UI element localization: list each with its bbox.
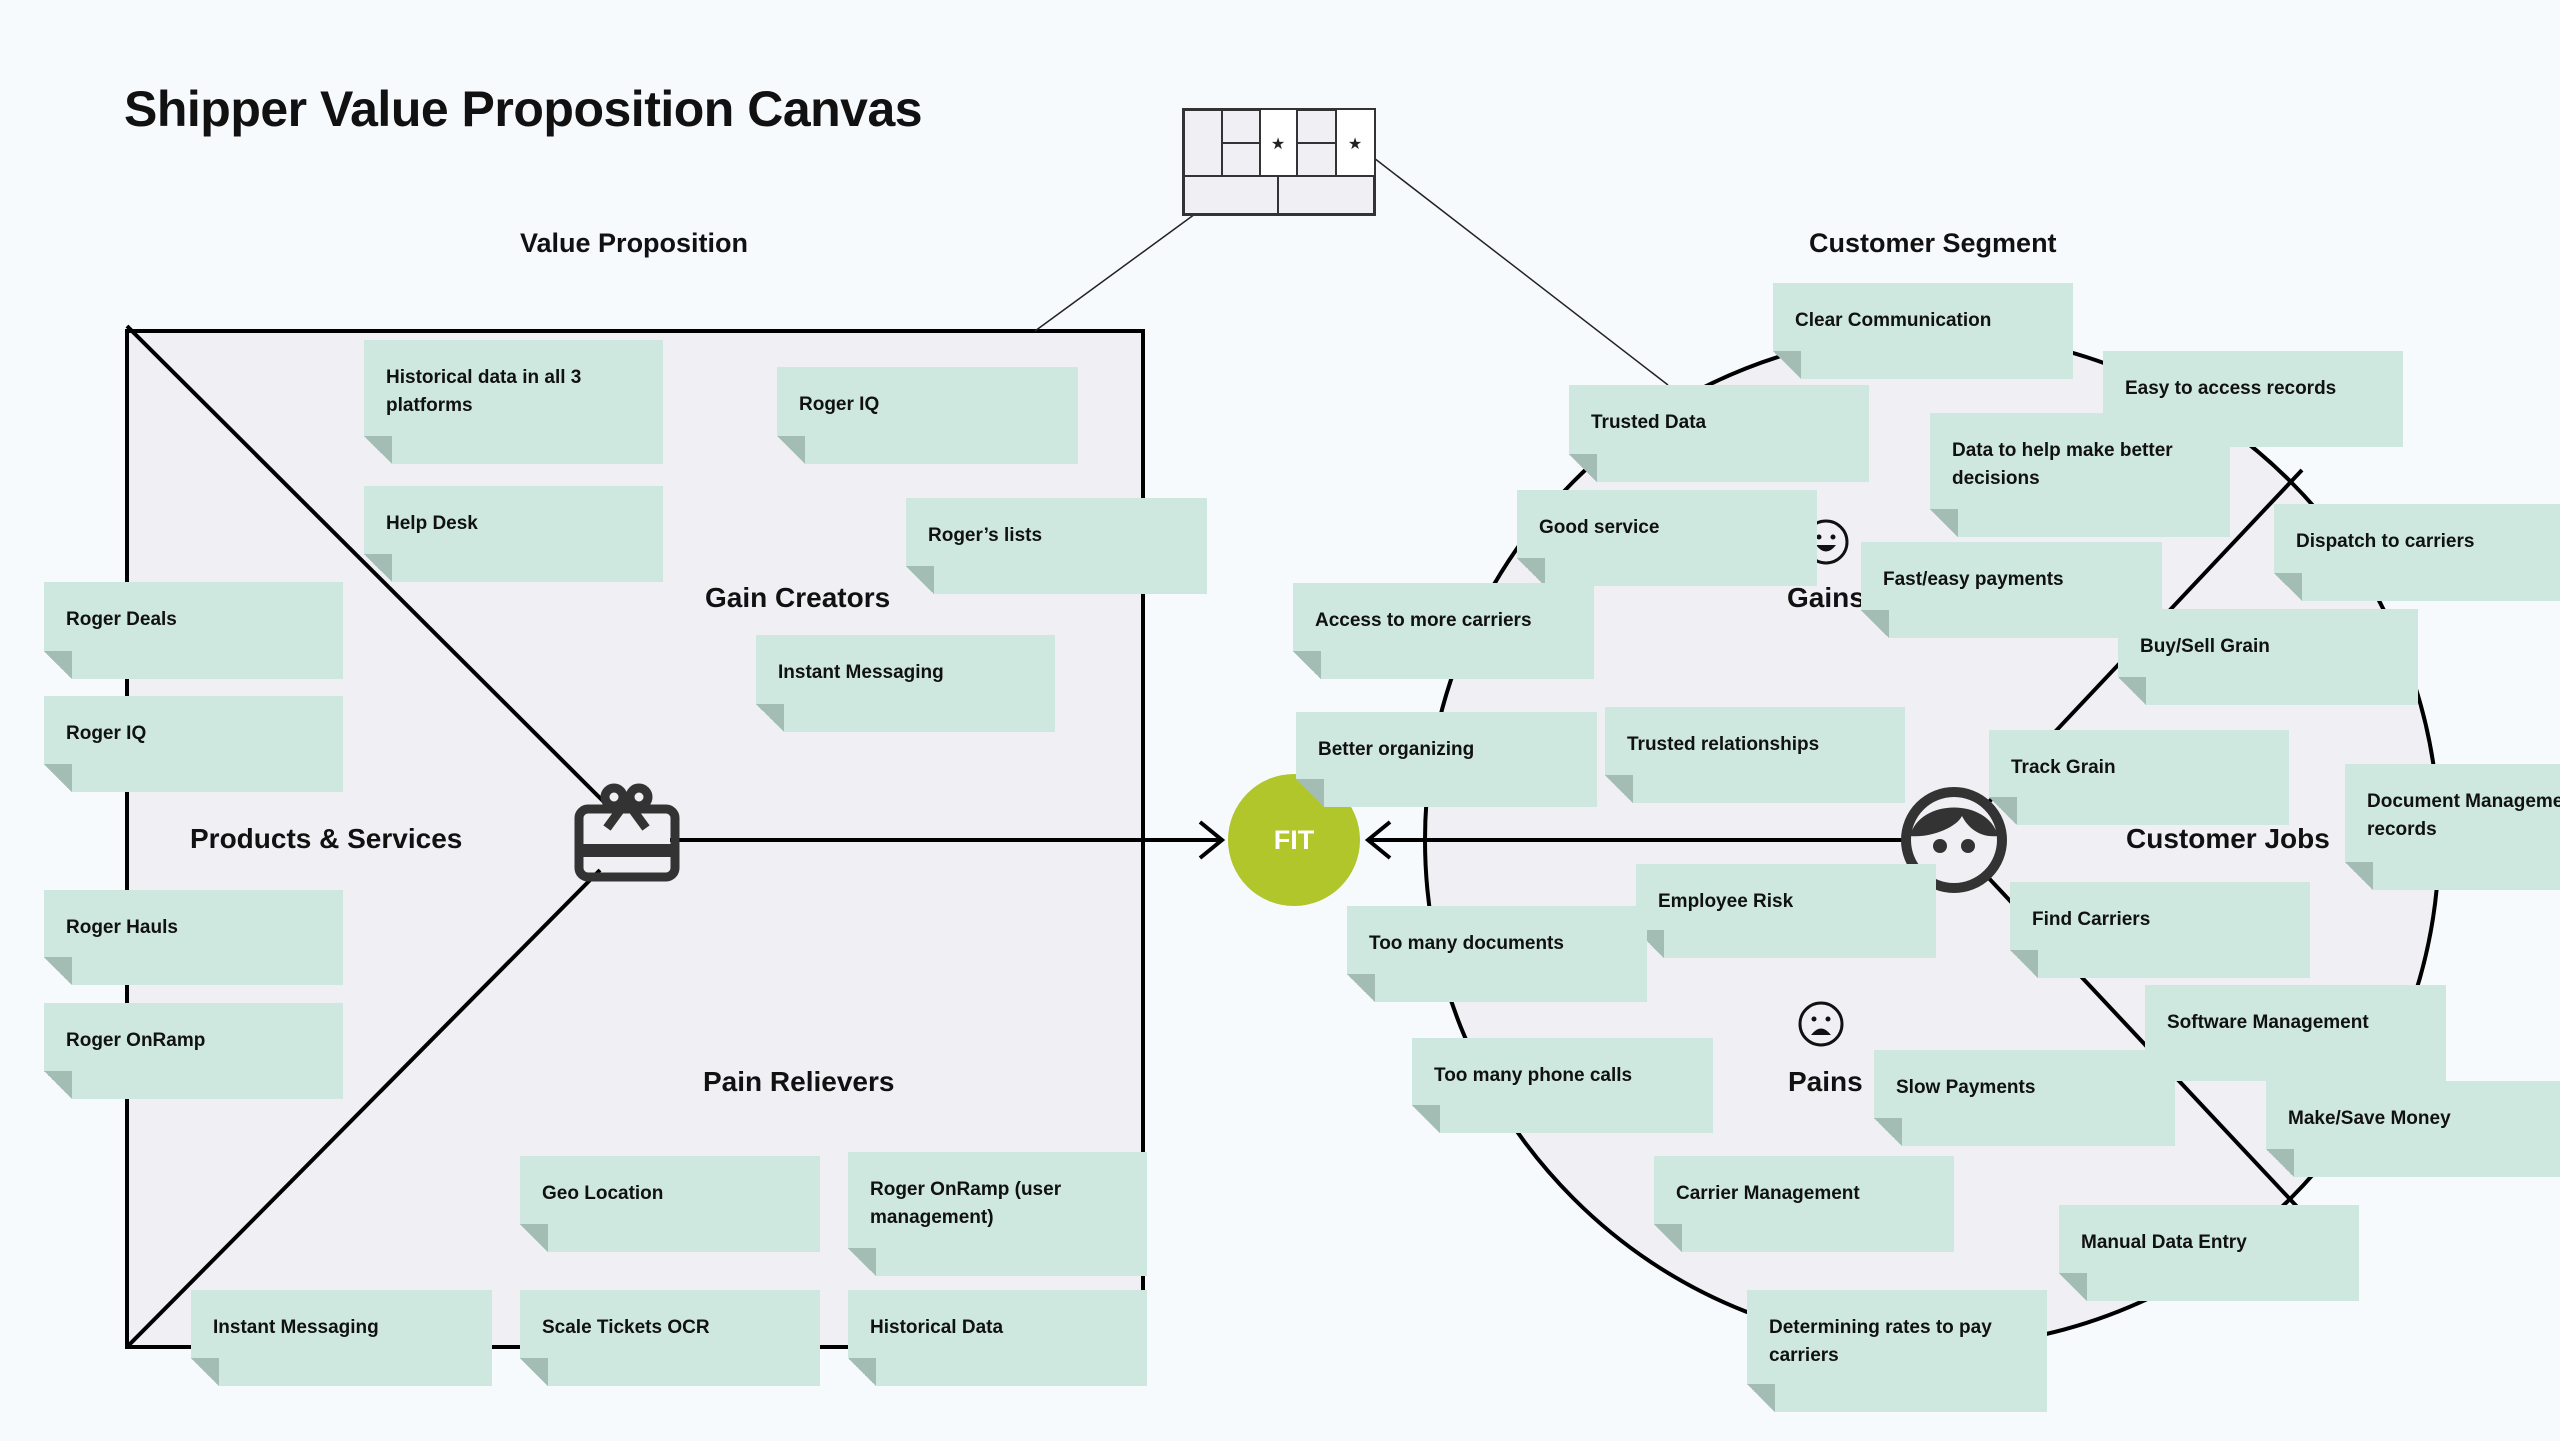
sticky-note-product[interactable]: Roger IQ bbox=[44, 696, 343, 792]
area-pain-relievers: Pain Relievers bbox=[703, 1066, 895, 1097]
sad-face-icon bbox=[1798, 1001, 1844, 1047]
page-title: Shipper Value Proposition Canvas bbox=[124, 81, 923, 137]
note-fold bbox=[191, 1358, 219, 1386]
canvas-thumbnail-icon: ★ ★ bbox=[1182, 108, 1376, 216]
note-fold bbox=[1347, 974, 1375, 1002]
sticky-note-gain[interactable]: Fast/easy payments bbox=[1861, 542, 2162, 638]
note-fold bbox=[2266, 1149, 2294, 1177]
arrow-right-head bbox=[1364, 820, 1392, 860]
note-fold bbox=[756, 704, 784, 732]
sticky-note-pain[interactable]: Carrier Management bbox=[1654, 1156, 1954, 1252]
note-fold bbox=[44, 764, 72, 792]
gift-icon bbox=[574, 783, 680, 882]
sticky-note-gain[interactable]: Access to more carriers bbox=[1293, 583, 1594, 679]
note-fold bbox=[1747, 1384, 1775, 1412]
sticky-note-gain[interactable]: Clear Communication bbox=[1773, 283, 2073, 379]
sticky-note-pain-reliever[interactable]: Geo Location bbox=[520, 1156, 820, 1252]
sticky-note-customer-job[interactable]: Track Grain bbox=[1989, 730, 2289, 825]
diagonal-bottom bbox=[125, 868, 602, 1349]
note-fold bbox=[848, 1358, 876, 1386]
sticky-note-gain-creator[interactable]: Roger IQ bbox=[777, 367, 1078, 464]
note-fold bbox=[777, 436, 805, 464]
sticky-note-gain[interactable]: Trusted relationships bbox=[1605, 707, 1905, 803]
sticky-note-pain-reliever[interactable]: Scale Tickets OCR bbox=[520, 1290, 820, 1386]
sticky-note-customer-job[interactable]: Dispatch to carriers bbox=[2274, 504, 2560, 601]
sticky-note-pain-reliever[interactable]: Instant Messaging bbox=[191, 1290, 492, 1386]
sticky-note-pain[interactable]: Employee Risk bbox=[1636, 864, 1936, 958]
note-fold bbox=[1569, 454, 1597, 482]
note-fold bbox=[1874, 1118, 1902, 1146]
sticky-note-product[interactable]: Roger OnRamp bbox=[44, 1003, 343, 1099]
sticky-note-customer-job[interactable]: Make/Save Money bbox=[2266, 1081, 2560, 1177]
sticky-note-gain[interactable]: Better organizing bbox=[1296, 712, 1597, 807]
sticky-note-customer-job[interactable]: Find Carriers bbox=[2010, 882, 2310, 978]
area-customer-jobs: Customer Jobs bbox=[2126, 823, 2330, 854]
area-products-services: Products & Services bbox=[190, 823, 463, 854]
svg-text:★: ★ bbox=[1348, 136, 1362, 153]
note-fold bbox=[2274, 573, 2302, 601]
note-fold bbox=[1412, 1105, 1440, 1133]
sticky-note-customer-job[interactable]: Software Management bbox=[2145, 985, 2446, 1081]
note-fold bbox=[1773, 351, 1801, 379]
sticky-note-gain[interactable]: Trusted Data bbox=[1569, 385, 1869, 482]
note-fold bbox=[1296, 779, 1324, 807]
note-fold bbox=[520, 1358, 548, 1386]
sticky-note-pain[interactable]: Too many documents bbox=[1347, 906, 1647, 1002]
area-gains: Gains bbox=[1787, 582, 1865, 613]
note-fold bbox=[2059, 1273, 2087, 1301]
section-value-proposition: Value Proposition bbox=[520, 228, 749, 258]
fit-label: FIT bbox=[1273, 824, 1315, 855]
sticky-note-gain[interactable]: Data to help make better decisions bbox=[1930, 413, 2230, 537]
note-fold bbox=[848, 1248, 876, 1276]
arrow-left-head bbox=[1198, 820, 1226, 860]
sticky-note-customer-job[interactable]: Document Management records bbox=[2345, 764, 2560, 890]
note-fold bbox=[44, 651, 72, 679]
note-fold bbox=[364, 436, 392, 464]
sticky-note-gain-creator[interactable]: Roger’s lists bbox=[906, 498, 1207, 594]
sticky-note-gain-creator[interactable]: Help Desk bbox=[364, 486, 663, 582]
sticky-note-gain-creator[interactable]: Historical data in all 3 platforms bbox=[364, 340, 663, 464]
sticky-note-gain[interactable]: Easy to access records bbox=[2103, 351, 2403, 447]
sticky-note-pain[interactable]: Manual Data Entry bbox=[2059, 1205, 2359, 1301]
section-customer-segment: Customer Segment bbox=[1809, 228, 2057, 258]
note-fold bbox=[1293, 651, 1321, 679]
customer-face-icon bbox=[1901, 787, 2007, 893]
note-fold bbox=[2010, 950, 2038, 978]
sticky-note-customer-job[interactable]: Buy/Sell Grain bbox=[2118, 609, 2418, 705]
note-fold bbox=[364, 554, 392, 582]
note-fold bbox=[44, 957, 72, 985]
note-fold bbox=[1930, 509, 1958, 537]
note-fold bbox=[44, 1071, 72, 1099]
sticky-note-gain[interactable]: Good service bbox=[1517, 490, 1817, 586]
sticky-note-pain[interactable]: Too many phone calls bbox=[1412, 1038, 1713, 1133]
note-fold bbox=[1861, 610, 1889, 638]
sticky-note-pain[interactable]: Slow Payments bbox=[1874, 1050, 2175, 1146]
note-fold bbox=[520, 1224, 548, 1252]
sticky-note-product[interactable]: Roger Hauls bbox=[44, 890, 343, 985]
note-fold bbox=[1989, 797, 2017, 825]
sticky-note-pain[interactable]: Determining rates to pay carriers bbox=[1747, 1290, 2047, 1412]
connector-right bbox=[1373, 157, 1669, 386]
note-fold bbox=[2118, 677, 2146, 705]
sticky-note-gain-creator[interactable]: Instant Messaging bbox=[756, 635, 1055, 732]
area-pains: Pains bbox=[1788, 1066, 1863, 1097]
svg-text:★: ★ bbox=[1271, 136, 1285, 153]
note-fold bbox=[1517, 558, 1545, 586]
sticky-note-product[interactable]: Roger Deals bbox=[44, 582, 343, 679]
note-fold bbox=[1605, 775, 1633, 803]
note-fold bbox=[2345, 862, 2373, 890]
sticky-note-pain-reliever[interactable]: Roger OnRamp (user management) bbox=[848, 1152, 1147, 1276]
note-fold bbox=[1654, 1224, 1682, 1252]
area-gain-creators: Gain Creators bbox=[705, 582, 891, 613]
note-fold bbox=[906, 566, 934, 594]
sticky-note-pain-reliever[interactable]: Historical Data bbox=[848, 1290, 1147, 1386]
